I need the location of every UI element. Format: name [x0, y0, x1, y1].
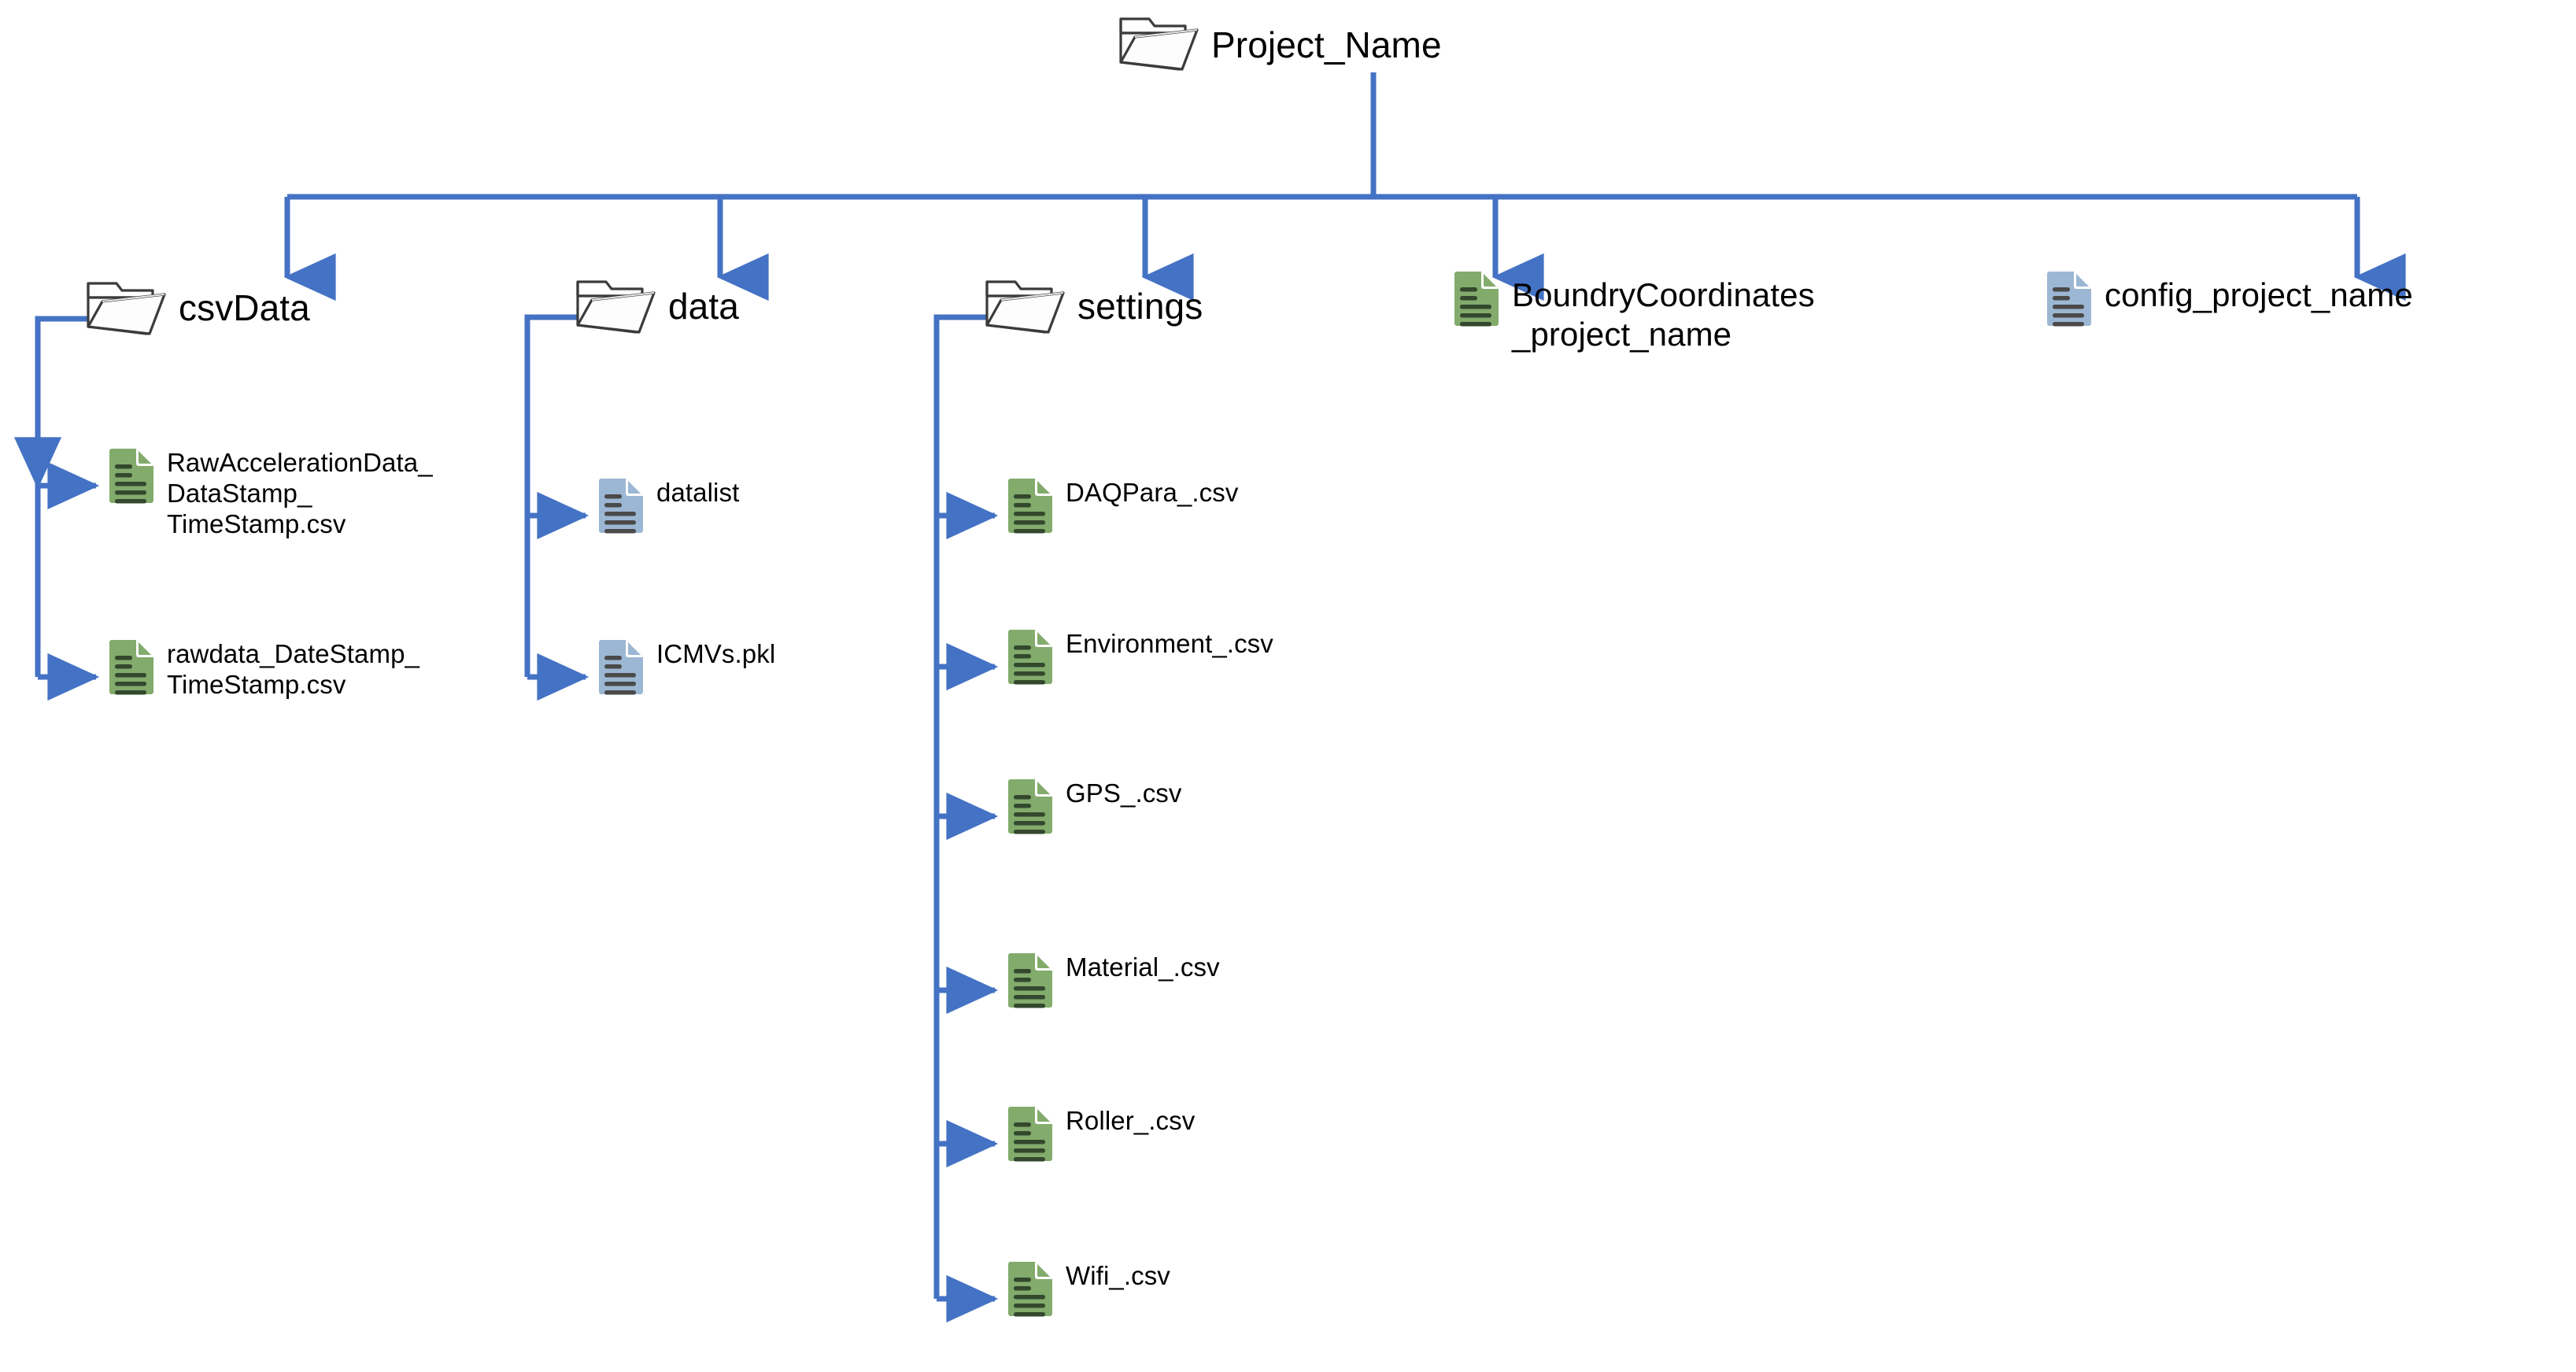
data-spine: [524, 314, 578, 677]
node-label: data: [668, 286, 739, 327]
node-settings[interactable]: settings: [984, 276, 1203, 339]
node-environment-csv[interactable]: Environment_.csv: [1006, 626, 1273, 690]
green-document-icon: [1006, 1258, 1055, 1322]
green-document-icon: [107, 445, 156, 508]
node-label: BoundryCoordinates _project_name: [1512, 276, 1815, 353]
node-label: Material_.csv: [1066, 952, 1220, 982]
node-config-project-name[interactable]: config_project_name: [2045, 268, 2413, 331]
open-folder-icon: [575, 276, 657, 339]
open-folder-icon: [984, 276, 1066, 339]
node-gps-csv[interactable]: GPS_.csv: [1006, 775, 1182, 839]
blue-document-icon: [2045, 268, 2094, 331]
settings-spine: [933, 314, 988, 1299]
blue-document-icon: [597, 636, 645, 700]
green-document-icon: [1006, 1103, 1055, 1167]
node-boundrycoordinates[interactable]: BoundryCoordinates _project_name: [1452, 268, 1815, 353]
node-label: config_project_name: [2105, 276, 2413, 313]
node-root-project-name[interactable]: Project_Name: [1118, 13, 1442, 76]
node-daqpara-csv[interactable]: DAQPara_.csv: [1006, 475, 1238, 538]
node-label: rawdata_DateStamp_ TimeStamp.csv: [167, 639, 419, 699]
open-folder-icon: [1118, 13, 1200, 76]
blue-document-icon: [597, 475, 645, 538]
csvdata-branch-1: [13, 316, 89, 490]
green-document-icon: [1006, 949, 1055, 1013]
node-icmvs-pkl[interactable]: ICMVs.pkl: [597, 636, 775, 700]
node-csvdata[interactable]: csvData: [85, 277, 310, 341]
green-document-icon: [107, 636, 156, 700]
green-document-icon: [1006, 475, 1055, 538]
node-wifi-csv[interactable]: Wifi_.csv: [1006, 1258, 1170, 1322]
node-label: Environment_.csv: [1066, 629, 1273, 658]
node-rawaccelerationdata-csv[interactable]: RawAccelerationData_ DataStamp_ TimeStam…: [107, 445, 433, 540]
node-label: ICMVs.pkl: [656, 639, 776, 668]
node-label: Project_Name: [1211, 24, 1442, 65]
node-label: datalist: [656, 478, 740, 507]
node-label: DAQPara_.csv: [1066, 478, 1239, 507]
node-rawdata-csv[interactable]: rawdata_DateStamp_ TimeStamp.csv: [107, 636, 419, 701]
node-label: Roller_.csv: [1066, 1106, 1196, 1135]
node-material-csv[interactable]: Material_.csv: [1006, 949, 1220, 1013]
node-roller-csv[interactable]: Roller_.csv: [1006, 1103, 1195, 1167]
node-datalist[interactable]: datalist: [597, 475, 739, 538]
node-label: RawAccelerationData_ DataStamp_ TimeStam…: [167, 448, 433, 538]
open-folder-icon: [85, 277, 168, 341]
node-label: settings: [1077, 286, 1203, 327]
green-document-icon: [1452, 268, 1501, 331]
green-document-icon: [1006, 626, 1055, 690]
node-label: GPS_.csv: [1066, 778, 1182, 808]
node-label: Wifi_.csv: [1066, 1261, 1170, 1290]
node-data[interactable]: data: [575, 276, 739, 339]
node-label: csvData: [179, 287, 310, 328]
green-document-icon: [1006, 775, 1055, 839]
